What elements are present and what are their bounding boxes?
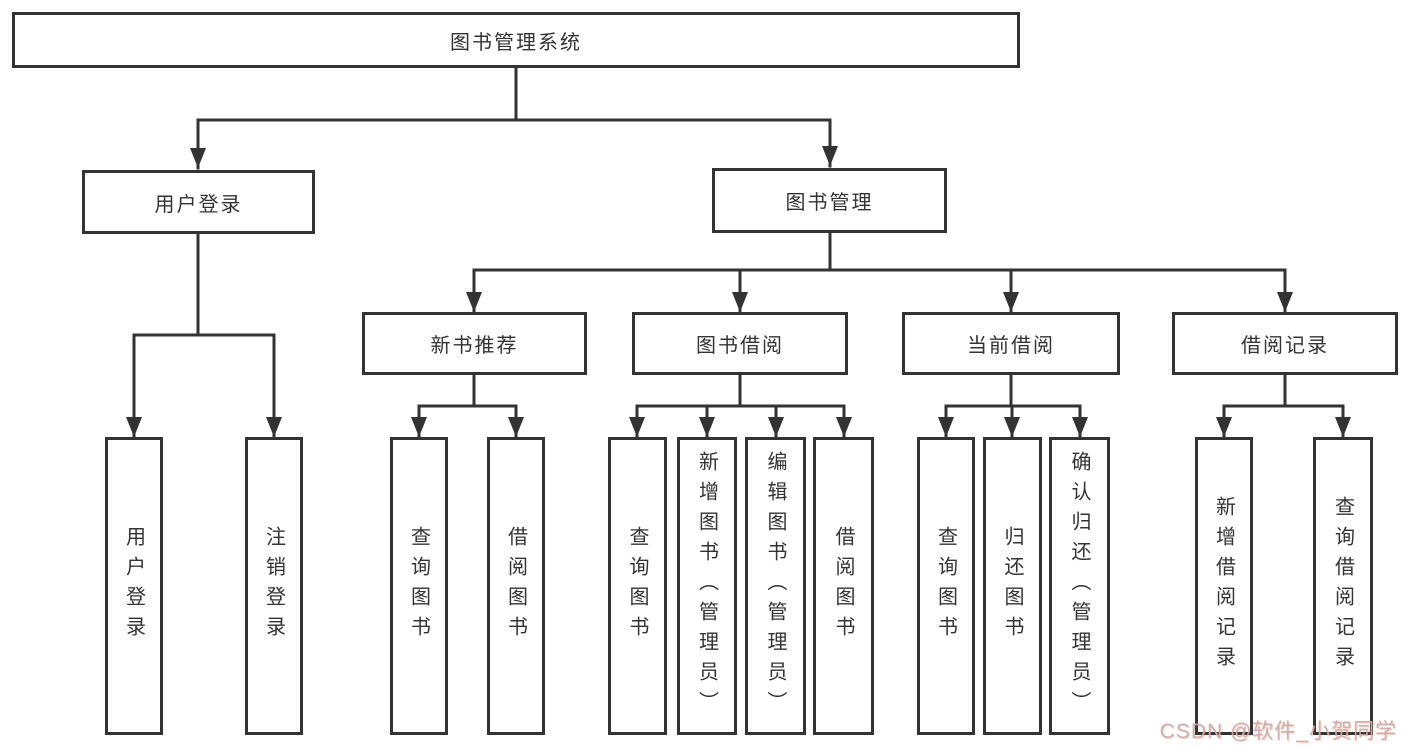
leaf-query-borrow-record: 查询借阅记录: [1313, 437, 1373, 735]
leaf-logout: 注销登录: [245, 437, 303, 735]
node-current-borrow: 当前借阅: [902, 312, 1120, 375]
leaf-user-login: 用户登录: [105, 437, 163, 735]
leaf-borrow-books-1: 借阅图书: [487, 437, 545, 735]
leaf-borrow-books-2: 借阅图书: [813, 437, 874, 735]
node-root-system: 图书管理系统: [12, 12, 1020, 68]
csdn-watermark: CSDN @软件_小贺同学: [1159, 720, 1397, 743]
leaf-add-books-admin: 新增图书（管理员）: [677, 437, 737, 735]
leaf-query-books-3: 查询图书: [917, 437, 975, 735]
node-borrow-records: 借阅记录: [1172, 312, 1398, 375]
leaf-query-books-2: 查询图书: [608, 437, 667, 735]
node-book-borrow: 图书借阅: [632, 312, 848, 375]
leaf-confirm-return-admin: 确认归还（管理员）: [1049, 437, 1110, 735]
node-new-book-recommend: 新书推荐: [362, 312, 587, 375]
leaf-return-books: 归还图书: [983, 437, 1042, 735]
node-user-login: 用户登录: [82, 170, 315, 234]
leaf-add-borrow-record: 新增借阅记录: [1195, 437, 1253, 735]
leaf-edit-books-admin: 编辑图书（管理员）: [745, 437, 806, 735]
leaf-query-books-1: 查询图书: [390, 437, 448, 735]
node-book-management: 图书管理: [712, 168, 947, 233]
